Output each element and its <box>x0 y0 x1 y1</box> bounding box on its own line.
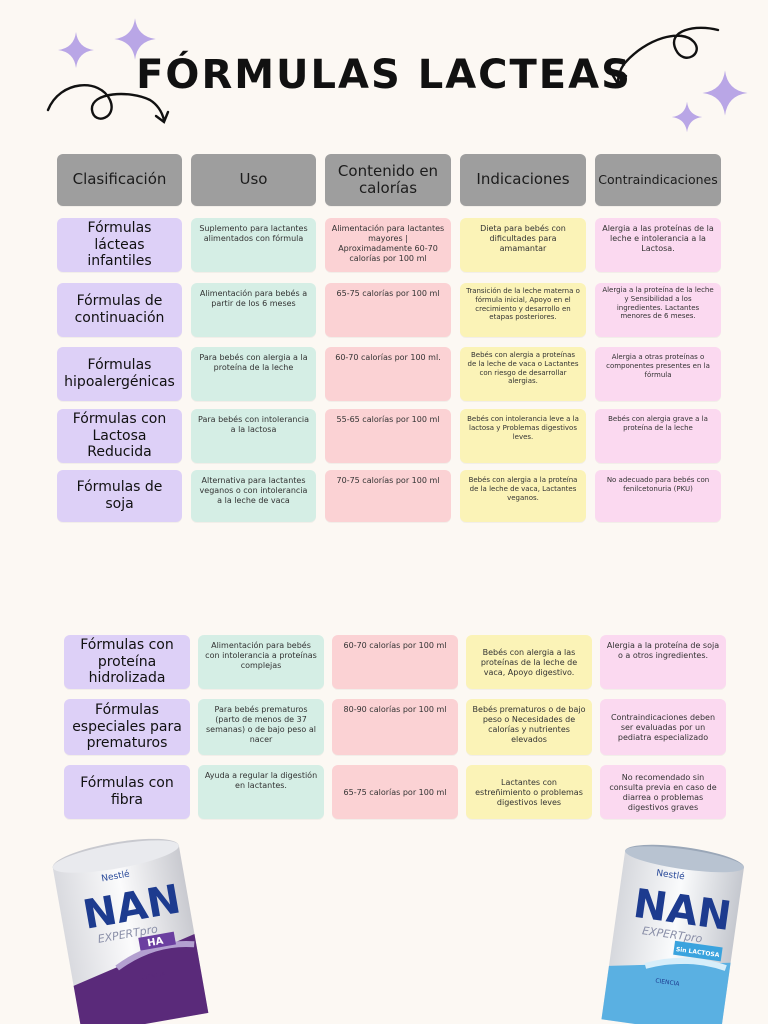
cell-indicaciones: Bebés con alergia a las proteínas de la … <box>466 635 592 689</box>
header-clasificacion: Clasificación <box>57 154 182 206</box>
cell-uso: Para bebés con alergia a la proteína de … <box>191 347 316 401</box>
cell-calorias: 65-75 calorías por 100 ml <box>325 283 451 337</box>
nan-sin-lactosa-can-image: Nestlé NAN EXPERTpro Sin LACTOSA CIENCIA <box>601 844 744 1024</box>
product-brand: Nestlé <box>101 868 131 884</box>
product-tag: CIENCIA <box>141 971 167 982</box>
cell-calorias: 60-70 calorías por 100 ml <box>332 635 458 689</box>
cell-indicaciones: Bebés con alergia a proteínas de la lech… <box>460 347 586 401</box>
cell-indicaciones: Dieta para bebés con dificultades para a… <box>460 218 586 272</box>
cell-calorias: 65-75 calorías por 100 ml <box>332 765 458 819</box>
cell-uso: Alimentación para bebés con intolerancia… <box>198 635 324 689</box>
cell-contraindicaciones: Alergia a las proteínas de la leche e in… <box>595 218 721 272</box>
product-variant: HA <box>146 936 164 950</box>
cell-calorias: 70-75 calorías por 100 ml <box>325 470 451 522</box>
header-contraindicaciones: Contraindicaciones <box>595 154 721 206</box>
cell-indicaciones: Bebés prematuros o de bajo peso o Necesi… <box>466 699 592 755</box>
cell-calorias: 80-90 calorías por 100 ml <box>332 699 458 755</box>
nan-ha-can-image: Nestlé NAN EXPERTpro HA CIENCIA <box>52 838 209 1024</box>
cell-calorias: Alimentación para lactantes mayores | Ap… <box>325 218 451 272</box>
header-uso: Uso <box>191 154 316 206</box>
row-label: Fórmulas con fibra <box>64 765 190 819</box>
cell-calorias: 55-65 calorías por 100 ml <box>325 409 451 463</box>
row-label: Fórmulas hipoalergénicas <box>57 347 182 401</box>
cell-uso: Alternativa para lactantes veganos o con… <box>191 470 316 522</box>
row-label: Fórmulas especiales para prematuros <box>64 699 190 755</box>
sparkle-icon <box>671 101 703 133</box>
sparkle-icon <box>114 18 156 60</box>
product-brand: Nestlé <box>656 868 686 883</box>
cell-uso: Para bebés con intolerancia a la lactosa <box>191 409 316 463</box>
cell-calorias: 60-70 calorías por 100 ml. <box>325 347 451 401</box>
sparkle-icon <box>702 70 748 116</box>
sparkle-icon <box>58 32 94 68</box>
header-calorias: Contenido en calorías <box>325 154 451 206</box>
curly-arrow-icon <box>610 26 720 86</box>
cell-uso: Suplemento para lactantes alimentados co… <box>191 218 316 272</box>
cell-indicaciones: Bebés con intolerancia leve a la lactosa… <box>460 409 586 463</box>
cell-uso: Ayuda a regular la digestión en lactante… <box>198 765 324 819</box>
cell-indicaciones: Lactantes con estreñimiento o problemas … <box>466 765 592 819</box>
cell-contraindicaciones: No adecuado para bebés con fenilcetonuri… <box>595 470 721 522</box>
cell-contraindicaciones: Bebés con alergia grave a la proteína de… <box>595 409 721 463</box>
cell-indicaciones: Bebés con alergia a la proteína de la le… <box>460 470 586 522</box>
cell-contraindicaciones: Contraindicaciones deben ser evaluadas p… <box>600 699 726 755</box>
row-label: Fórmulas con proteína hidrolizada <box>64 635 190 689</box>
cell-indicaciones: Transición de la leche materna o fórmula… <box>460 283 586 337</box>
cell-uso: Para bebés prematuros (parto de menos de… <box>198 699 324 755</box>
cell-contraindicaciones: Alergia a la proteína de la leche y Sens… <box>595 283 721 337</box>
cell-contraindicaciones: Alergia a la proteína de soja o a otros … <box>600 635 726 689</box>
page-title: FÓRMULAS LACTEAS <box>136 52 632 98</box>
cell-uso: Alimentación para bebés a partir de los … <box>191 283 316 337</box>
row-label: Fórmulas de soja <box>57 470 182 522</box>
row-label: Fórmulas lácteas infantiles <box>57 218 182 272</box>
product-tag: CIENCIA <box>655 977 681 987</box>
row-label: Fórmulas con Lactosa Reducida <box>57 409 182 463</box>
row-label: Fórmulas de continuación <box>57 283 182 337</box>
cell-contraindicaciones: No recomendado sin consulta previa en ca… <box>600 765 726 819</box>
curly-arrow-icon <box>46 84 170 124</box>
header-indicaciones: Indicaciones <box>460 154 586 206</box>
cell-contraindicaciones: Alergia a otras proteínas o componentes … <box>595 347 721 401</box>
